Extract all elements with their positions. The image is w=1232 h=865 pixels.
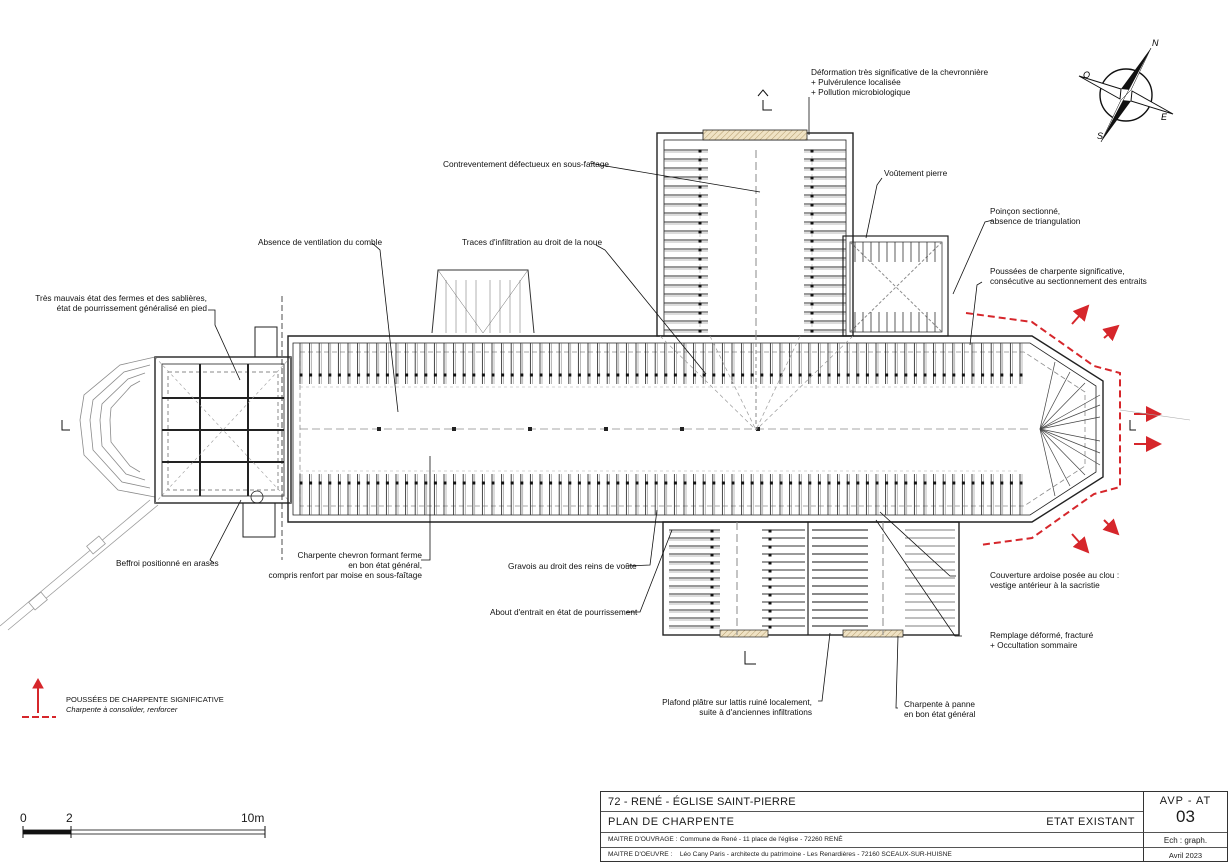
east-path	[1119, 409, 1191, 421]
annotation-belfry-trusses: Très mauvais état des fermes et des sabl…	[35, 293, 207, 314]
nave-rafters	[299, 343, 1023, 515]
annotation-thrust: Poussées de charpente significative, con…	[990, 266, 1147, 287]
client-label: MAITRE D'OUVRAGE :	[608, 836, 678, 843]
annex-rafters	[854, 242, 936, 332]
north-transept-rafters	[664, 149, 846, 333]
south-transept-rafters	[669, 529, 955, 629]
choir-rafters	[1039, 361, 1101, 497]
compass-west: O	[1083, 70, 1090, 80]
bell-tower	[154, 296, 292, 560]
annotation-purlin-roof: Charpente à panne en bon état général	[904, 699, 976, 720]
nave-roof	[287, 335, 1104, 523]
annotation-tie-beam: About d'entrait en état de pourrissement	[490, 607, 638, 617]
annotation-slate-roof: Couverture ardoise posée au clou : vesti…	[990, 570, 1120, 591]
north-transept	[656, 129, 854, 430]
phase-code: AVP - AT	[1159, 795, 1212, 807]
leader-lines	[208, 97, 994, 709]
scale-label-2: 2	[66, 811, 73, 825]
annotation-stone-vault: Voûtement pierre	[884, 168, 948, 178]
plan-title: PLAN DE CHARPENTE	[608, 816, 735, 828]
scale-bar	[22, 826, 266, 838]
annotation-infiltration-noue: Traces d'infiltration au droit de la nou…	[462, 237, 603, 247]
south-transept	[662, 521, 960, 638]
access-path	[0, 499, 159, 631]
section-markers	[61, 89, 1136, 665]
compass-east: E	[1161, 112, 1168, 122]
annotation-belfry-position: Beffroi positionné en arases	[116, 558, 219, 568]
client-row: MAITRE D'OUVRAGE : Commune de René - 11 …	[601, 833, 1143, 848]
vaulted-annex	[842, 235, 949, 337]
compass-north: N	[1152, 38, 1159, 48]
architect-label: MAITRE D'OEUVRE :	[608, 851, 673, 858]
scale-label-10m: 10m	[241, 811, 265, 825]
annotation-plaster-ceiling: Plafond plâtre sur lattis ruiné localeme…	[662, 697, 812, 718]
annotation-ventilation: Absence de ventilation du comble	[258, 237, 383, 247]
scale-label-0: 0	[20, 811, 27, 825]
annotation-rafter-truss: Charpente chevron formant ferme en bon é…	[268, 550, 422, 581]
compass-rose: N E S O	[1078, 38, 1174, 143]
annotation-tracery: Remplage déformé, fracturé + Occultation…	[990, 630, 1094, 651]
west-porch-outline	[79, 356, 156, 498]
annotation-king-post: Poinçon sectionné, absence de triangulat…	[990, 206, 1081, 227]
compass-south: S	[1097, 131, 1103, 141]
client-value: Commune de René - 11 place de l'église -…	[679, 836, 843, 843]
title-block: 72 - RENÉ - ÉGLISE SAINT-PIERRE PLAN DE …	[600, 791, 1228, 862]
legend-arrow-icon	[22, 677, 56, 718]
scale-cell: Ech : graph.	[1143, 833, 1227, 848]
sheet-cell: AVP - AT 03	[1143, 792, 1227, 833]
annotation-deformation: Déformation très significative de la che…	[811, 67, 989, 98]
sheet-number: 03	[1176, 807, 1195, 826]
north-roof-outline	[431, 269, 535, 334]
ridge-posts	[377, 427, 760, 431]
crossing-diagonals	[659, 335, 854, 431]
date-cell: Avril 2023	[1143, 848, 1227, 862]
plan-state: ETAT EXISTANT	[1046, 816, 1135, 828]
legend-title: POUSSÉES DE CHARPENTE SIGNIFICATIVE	[66, 695, 224, 704]
architect-value: Léo Cany Paris - architecte du patrimoin…	[679, 851, 952, 858]
architect-row: MAITRE D'OEUVRE : Léo Cany Paris - archi…	[601, 848, 1143, 862]
annotation-bracing: Contreventement défectueux en sous-faîta…	[443, 159, 610, 169]
plan-title-row: PLAN DE CHARPENTE ETAT EXISTANT	[601, 812, 1143, 833]
annotation-rubble: Gravois au droit des reins de voûte	[508, 561, 637, 571]
project-name: 72 - RENÉ - ÉGLISE SAINT-PIERRE	[601, 792, 1143, 812]
legend-subtitle: Charpente à consolider, renforcer	[66, 705, 178, 714]
